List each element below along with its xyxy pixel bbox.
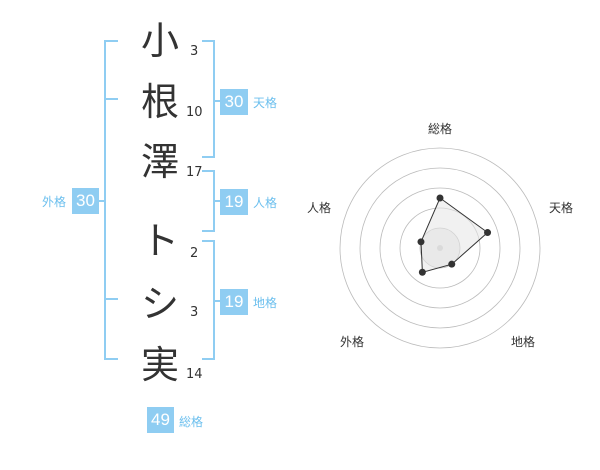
radar-label-soukaku: 総格 bbox=[428, 122, 453, 136]
tenkaku-value: 30 bbox=[220, 89, 248, 115]
soukaku-label: 総格 bbox=[179, 415, 204, 429]
name-char-3: 澤 bbox=[140, 140, 179, 184]
stroke-count-3: 17 bbox=[186, 165, 203, 180]
radar-point-tenkaku bbox=[484, 229, 492, 237]
chikaku-label: 地格 bbox=[253, 296, 278, 310]
name-char-6: 実 bbox=[140, 343, 179, 387]
stroke-count-6: 14 bbox=[186, 367, 203, 382]
chikaku-value: 19 bbox=[220, 289, 248, 315]
radar-label-jinkaku: 人格 bbox=[307, 201, 332, 215]
stroke-count-1: 3 bbox=[190, 44, 199, 59]
soukaku-value: 49 bbox=[147, 407, 174, 433]
radar-point-gaikaku bbox=[418, 268, 426, 276]
jinkaku-label: 人格 bbox=[253, 196, 278, 210]
jinkaku-value: 19 bbox=[220, 189, 248, 215]
radar-ring-4 bbox=[359, 167, 521, 329]
radar-point-chikaku bbox=[448, 260, 456, 268]
name-char-4: ト bbox=[140, 219, 179, 263]
stroke-count-4: 2 bbox=[190, 246, 199, 261]
gaikaku-value: 30 bbox=[72, 188, 99, 214]
stroke-count-5: 3 bbox=[190, 305, 199, 320]
name-char-1: 小 bbox=[140, 19, 179, 63]
radar-label-chikaku: 地格 bbox=[511, 335, 536, 349]
radar-point-jinkaku bbox=[417, 238, 425, 246]
radar-label-gaikaku: 外格 bbox=[340, 335, 365, 349]
radar-label-tenkaku: 天格 bbox=[549, 201, 574, 215]
name-char-2: 根 bbox=[140, 80, 179, 124]
gaikaku-label: 外格 bbox=[42, 195, 67, 209]
radar-point-soukaku bbox=[436, 194, 444, 202]
stroke-count-2: 10 bbox=[186, 105, 203, 120]
name-char-5: シ bbox=[140, 282, 179, 326]
radar-polygon bbox=[420, 197, 489, 273]
tenkaku-label: 天格 bbox=[253, 96, 278, 110]
radar-ring-5 bbox=[339, 147, 541, 349]
radar-ring-3 bbox=[379, 187, 501, 309]
